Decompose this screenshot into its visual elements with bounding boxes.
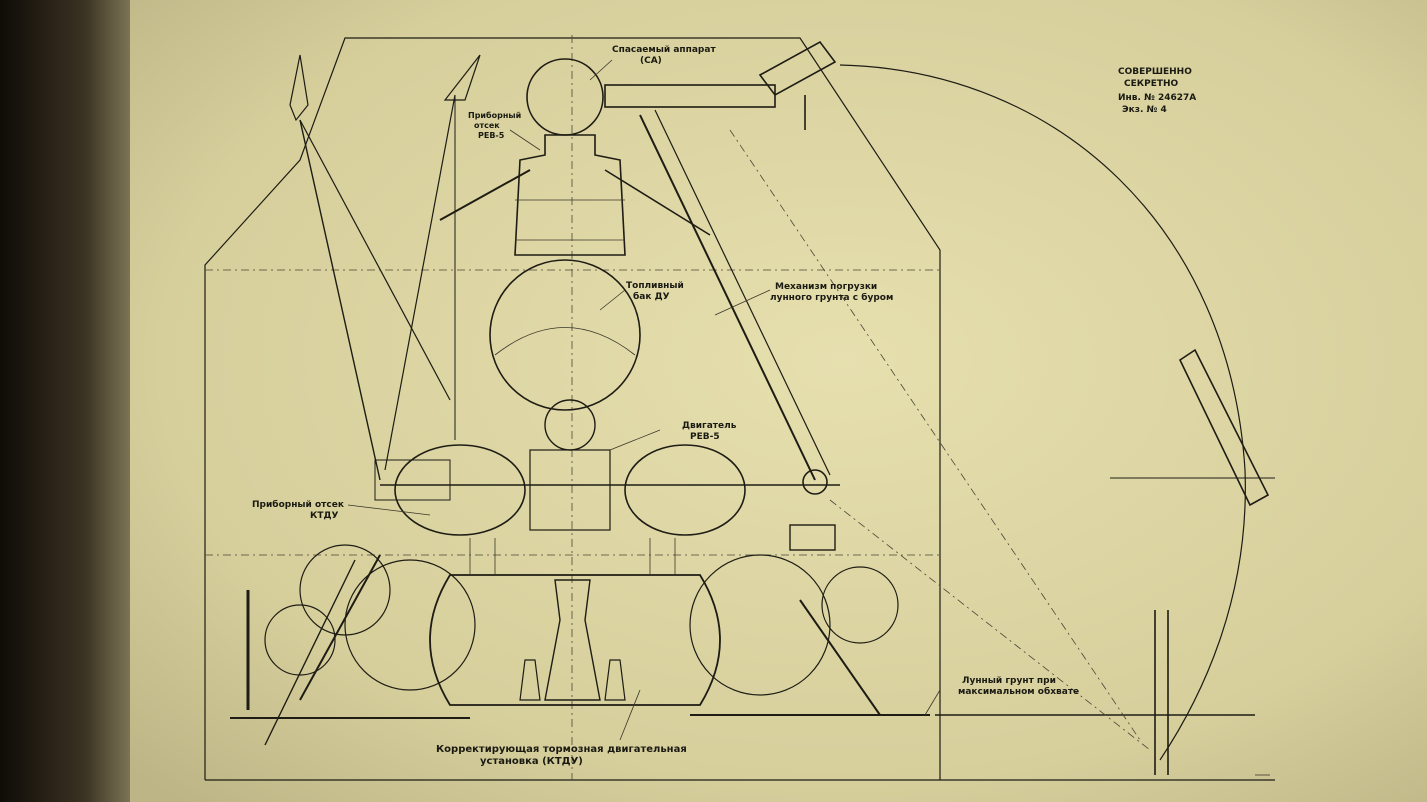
label-lunar-soil: Лунный грунт при (962, 676, 1056, 686)
label-instrument-bay-3: РЕВ-5 (478, 131, 505, 140)
label-instrument-bay: Приборный (468, 110, 521, 120)
stamp-line1: СОВЕРШЕННО (1118, 67, 1192, 77)
label-fuel-tank: Топливный (626, 281, 684, 291)
label-engine: Двигатель (682, 421, 737, 431)
label-instrument-bay-2: отсек (474, 121, 500, 130)
label-lunar-soil-2: максимальном обхвате (958, 686, 1079, 697)
label-loading-mechanism: Механизм погрузки (775, 282, 877, 292)
stamp-line2: СЕКРЕТНО (1124, 79, 1179, 89)
label-ktdu-2: установка (КТДУ) (480, 756, 583, 767)
label-fuel-tank-2: бак ДУ (633, 291, 670, 302)
technical-drawing (204, 35, 1275, 781)
label-ktdu-bay: Приборный отсек (252, 499, 344, 510)
label-ktdu: Корректирующая тормозная двигательная (436, 744, 687, 755)
label-return-vehicle: Спасаемый аппарат (612, 45, 716, 55)
label-loading-mechanism-2: лунного грунта с буром (770, 292, 893, 303)
photo-edge-shadow (0, 0, 140, 802)
label-return-vehicle-abbr: (СА) (640, 56, 662, 66)
stamp-line4: Экз. № 4 (1122, 105, 1167, 115)
label-ktdu-bay-2: КТДУ (310, 511, 339, 521)
stamp-block: СОВЕРШЕННО СЕКРЕТНО Инв. № 24627А Экз. №… (1118, 67, 1196, 115)
label-engine-2: РЕВ-5 (690, 432, 720, 442)
stamp-line3: Инв. № 24627А (1118, 93, 1196, 103)
paper-sheet (130, 0, 1427, 802)
